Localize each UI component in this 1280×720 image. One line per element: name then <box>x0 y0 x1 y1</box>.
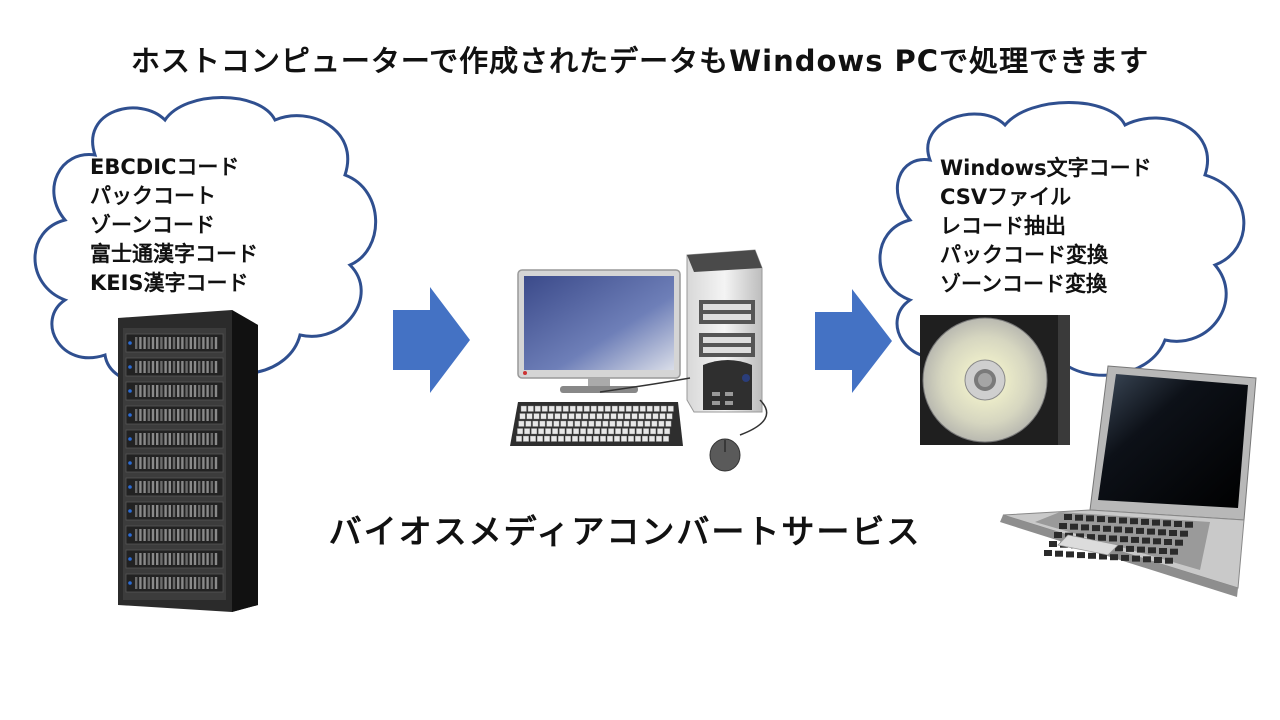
right-cloud-shape <box>878 101 1246 386</box>
laptop-icon <box>1000 365 1257 597</box>
cd-case-icon <box>920 315 1070 445</box>
list-item: ゾーンコード変換 <box>940 272 1107 296</box>
list-item: パックコード変換 <box>940 243 1108 267</box>
right-cloud-list: Windows文字コード CSVファイル レコード抽出 パックコード変換 ゾーン… <box>940 154 1152 299</box>
server-rack-icon <box>118 310 258 612</box>
left-cloud-list: EBCDICコード パックコート ゾーンコード 富士通漢字コード KEIS漢字コ… <box>90 153 258 298</box>
list-item: CSVファイル <box>940 185 1072 209</box>
list-item: 富士通漢字コード <box>90 242 258 266</box>
list-item: パックコート <box>90 184 216 208</box>
desktop-pc-icon <box>510 249 768 472</box>
arrow-right-icon <box>393 287 470 393</box>
list-item: ゾーンコード <box>90 213 215 237</box>
service-name: バイオスメディアコンバートサービス <box>328 512 922 551</box>
list-item: EBCDICコード <box>90 155 240 179</box>
page-title: ホストコンピューターで作成されたデータもWindows PCで処理できます <box>130 44 1150 78</box>
list-item: レコード抽出 <box>940 214 1066 238</box>
list-item: KEIS漢字コード <box>90 271 249 295</box>
arrow-right-icon <box>815 289 892 393</box>
left-cloud-shape <box>33 96 378 386</box>
list-item: Windows文字コード <box>940 156 1152 180</box>
